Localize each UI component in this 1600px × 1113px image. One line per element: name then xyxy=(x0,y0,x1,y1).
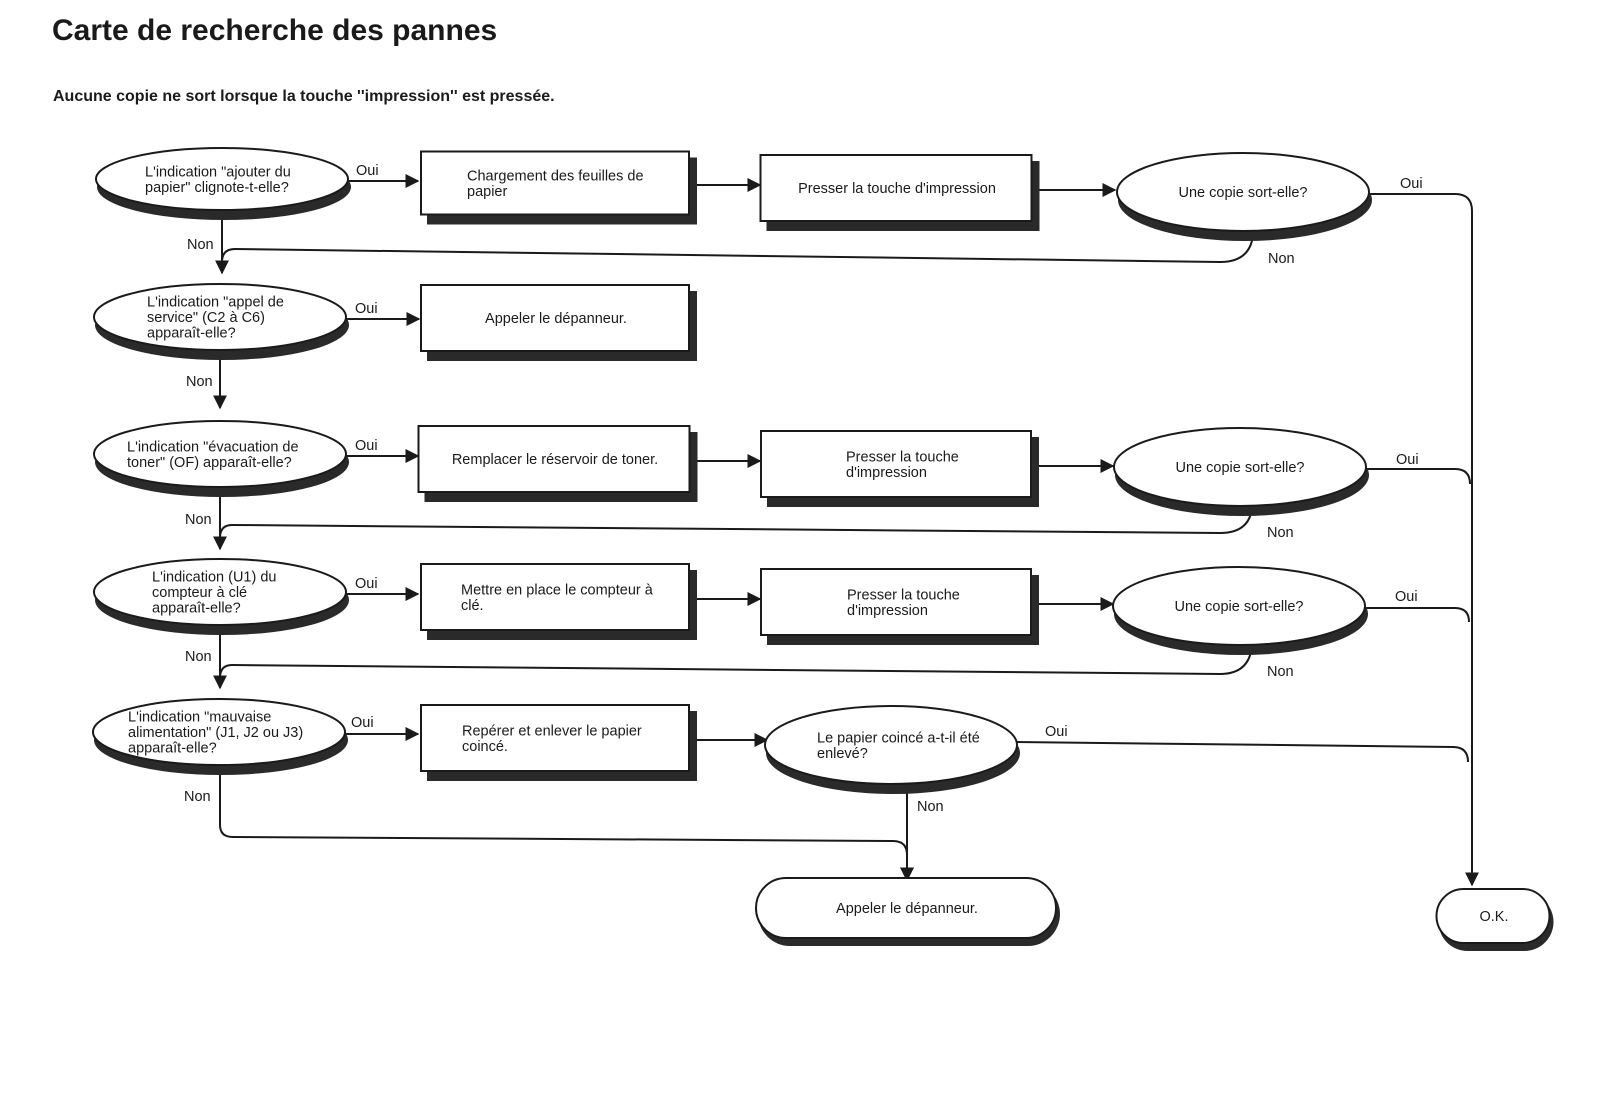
node-text-line: apparaît-elle? xyxy=(128,741,217,757)
edge-copy2-no-loop xyxy=(219,507,1253,539)
label-no: Non xyxy=(1267,525,1294,541)
node-text-line: alimentation" (J1, J2 ou J3) xyxy=(128,725,303,741)
node-text-line: Une copie sort-elle? xyxy=(1175,599,1304,615)
node-a-press-1: Presser la touche d'impression xyxy=(759,154,1040,231)
node-text-line: Presser la touche d'impression xyxy=(798,181,996,197)
node-text-line: papier xyxy=(467,184,507,200)
node-q-copy-2: Une copie sort-elle? xyxy=(1113,427,1369,516)
node-text-line: L'indication "appel de xyxy=(147,295,284,311)
node-text-line: papier" clignote-t-elle? xyxy=(145,180,289,196)
label-no: Non xyxy=(185,649,212,665)
label-yes: Oui xyxy=(1396,452,1419,468)
node-text-line: Appeler le dépanneur. xyxy=(836,901,978,917)
connectors xyxy=(213,174,1479,887)
edge-jam-yes-join xyxy=(1014,741,1469,763)
label-no: Non xyxy=(1267,664,1294,680)
node-text-line: service" (C2 à C6) xyxy=(147,310,265,326)
node-text-line: apparaît-elle? xyxy=(147,326,236,342)
edge-copy1-no-loop xyxy=(221,234,1254,264)
node-q-copy-1: Une copie sort-elle? xyxy=(1116,152,1372,241)
edge-copy2-yes-join xyxy=(1364,468,1471,485)
page-title: Carte de recherche des pannes xyxy=(52,14,498,47)
node-text-line: Chargement des feuilles de xyxy=(467,168,644,184)
node-text-line: coincé. xyxy=(462,739,508,755)
label-yes: Oui xyxy=(355,576,378,592)
label-yes: Oui xyxy=(355,301,378,317)
node-text-line: Une copie sort-elle? xyxy=(1179,185,1308,201)
node-text-line: Le papier coincé a-t-il été xyxy=(817,730,980,746)
label-no: Non xyxy=(917,799,944,815)
label-yes: Oui xyxy=(355,438,378,454)
node-text-line: d'impression xyxy=(846,465,927,481)
node-text-line: L'indication "ajouter du xyxy=(145,164,291,180)
node-t-call: Appeler le dépanneur. xyxy=(755,877,1060,946)
node-text-line: Une copie sort-elle? xyxy=(1176,460,1305,476)
branch-labels: Oui Non Oui Non Oui Non Oui Oui Non Non … xyxy=(184,163,1423,815)
node-text-line: apparaît-elle? xyxy=(152,601,241,617)
node-text-line: L'indication "évacuation de xyxy=(127,439,299,455)
node-text-line: Repérer et enlever le papier xyxy=(462,723,642,739)
edge-copy-yes-to-ok xyxy=(1367,193,1479,887)
label-no: Non xyxy=(187,237,214,253)
node-text-line: Appeler le dépanneur. xyxy=(485,311,627,327)
label-no: Non xyxy=(184,789,211,805)
edge-feed-no xyxy=(219,768,914,882)
node-text-line: Presser la touche xyxy=(847,587,960,603)
node-a-toner: Remplacer le réservoir de toner. xyxy=(417,425,698,502)
label-yes: Oui xyxy=(1045,724,1068,740)
node-text-line: O.K. xyxy=(1479,909,1508,925)
edge-copy3-no-loop xyxy=(219,645,1253,679)
node-text-line: toner" (OF) apparaît-elle? xyxy=(127,455,292,471)
label-no: Non xyxy=(186,374,213,390)
node-text-line: compteur à clé xyxy=(152,585,247,601)
label-yes: Oui xyxy=(351,715,374,731)
label-yes: Oui xyxy=(1395,589,1418,605)
node-a-call-1: Appeler le dépanneur. xyxy=(420,284,697,361)
node-text-line: d'impression xyxy=(847,603,928,619)
label-no: Non xyxy=(185,512,212,528)
node-text-line: clé. xyxy=(461,598,484,614)
node-t-ok: O.K. xyxy=(1435,888,1554,951)
node-text-line: L'indication "mauvaise xyxy=(128,710,271,726)
node-q-copy-3: Une copie sort-elle? xyxy=(1112,566,1368,655)
node-text-line: Mettre en place le compteur à xyxy=(461,582,654,598)
label-no: Non xyxy=(1268,251,1295,267)
label-yes: Oui xyxy=(1400,176,1423,192)
node-text-line: L'indication (U1) du xyxy=(152,570,276,586)
edge-copy3-yes-join xyxy=(1364,607,1470,623)
node-text-line: enlevé? xyxy=(817,746,868,762)
page-subtitle: Aucune copie ne sort lorsque la touche '… xyxy=(53,88,555,105)
node-text-line: Presser la touche xyxy=(846,449,959,465)
label-yes: Oui xyxy=(356,163,379,179)
node-text-line: Remplacer le réservoir de toner. xyxy=(452,452,658,468)
